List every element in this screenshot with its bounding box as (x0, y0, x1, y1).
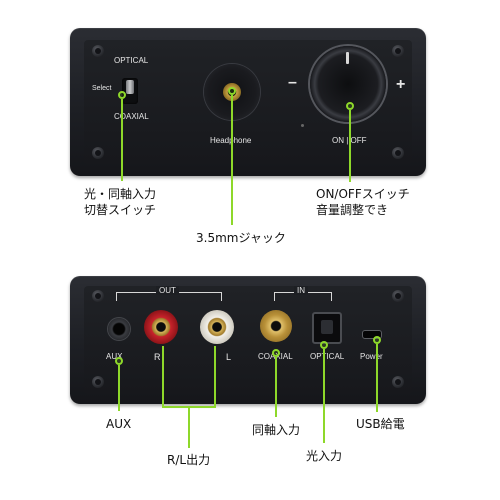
aux-callout-line (118, 365, 120, 411)
screw-icon (392, 290, 404, 302)
coaxial-input-jack[interactable] (260, 310, 292, 342)
input-select-switch[interactable] (122, 78, 138, 104)
power-caption: ON/OFFスイッチ 音量調整でき (316, 186, 410, 218)
optical-port-slot (321, 320, 333, 334)
usb-callout-line (376, 344, 378, 412)
usb-power-port[interactable] (362, 330, 382, 339)
front-panel: OPTICAL Select COAXIAL Headphone – + ON … (70, 28, 426, 176)
screw-icon (92, 147, 104, 159)
led-indicator (301, 124, 304, 127)
selector-caption-line2: 切替スイッチ (84, 203, 157, 218)
selector-caption-line1: 光・同軸入力 (84, 187, 157, 201)
power-caption-line1: ON/OFFスイッチ (316, 187, 410, 201)
l-label: L (226, 352, 232, 362)
plus-label: + (396, 76, 406, 93)
screw-icon (92, 376, 104, 388)
jack-callout-dot (228, 87, 236, 95)
jack-caption: 3.5mmジャック (196, 231, 286, 245)
coax-callout-dot (272, 349, 280, 357)
knob-callout-line (349, 110, 351, 182)
aux-label: AUX (106, 352, 123, 361)
coax-in-caption: 同軸入力 (252, 423, 301, 437)
power-label: Power (360, 352, 383, 361)
screw-icon (392, 147, 404, 159)
optical-callout-dot (320, 341, 328, 349)
rl-out-caption: R/L出力 (167, 453, 211, 467)
knob-callout-dot (346, 102, 354, 110)
power-caption-line2: 音量調整でき (316, 203, 389, 218)
usb-callout-dot (373, 336, 381, 344)
rca-right-jack[interactable] (144, 310, 178, 344)
minus-label: – (288, 74, 297, 91)
headphone-label: Headphone (210, 136, 251, 145)
optical-callout-line (323, 349, 325, 443)
switch-lever (126, 80, 134, 94)
coaxial-label: COAXIAL (114, 112, 149, 121)
selector-callout-line (121, 99, 123, 181)
back-panel: OUT IN AUX R L COAXIAL OPTICAL Power (70, 276, 426, 404)
selector-callout-dot (118, 91, 126, 99)
coax-callout-line (275, 357, 277, 417)
rl-callout-stem (188, 406, 190, 448)
optical-input-port[interactable] (312, 312, 342, 344)
screw-icon (392, 45, 404, 57)
rl-callout-line-l (214, 346, 216, 408)
usb-caption: USB給電 (356, 417, 405, 431)
screw-icon (92, 45, 104, 57)
volume-knob[interactable] (310, 46, 386, 122)
jack-callout-line (231, 95, 233, 225)
rl-callout-line-r (162, 346, 164, 408)
optical-label: OPTICAL (310, 352, 345, 361)
selector-caption: 光・同軸入力 切替スイッチ (84, 186, 156, 218)
optical-label: OPTICAL (114, 56, 149, 65)
rca-left-jack[interactable] (200, 310, 234, 344)
back-panel-face (84, 286, 412, 394)
knob-indicator (346, 52, 349, 64)
aux-jack[interactable] (108, 318, 130, 340)
screw-icon (92, 290, 104, 302)
select-label: Select (92, 85, 112, 92)
aux-callout-dot (115, 357, 123, 365)
out-label: OUT (156, 286, 179, 295)
r-label: R (154, 352, 161, 362)
optical-in-caption: 光入力 (306, 449, 343, 463)
aux-caption: AUX (106, 417, 132, 431)
screw-icon (392, 376, 404, 388)
in-label: IN (294, 286, 308, 295)
